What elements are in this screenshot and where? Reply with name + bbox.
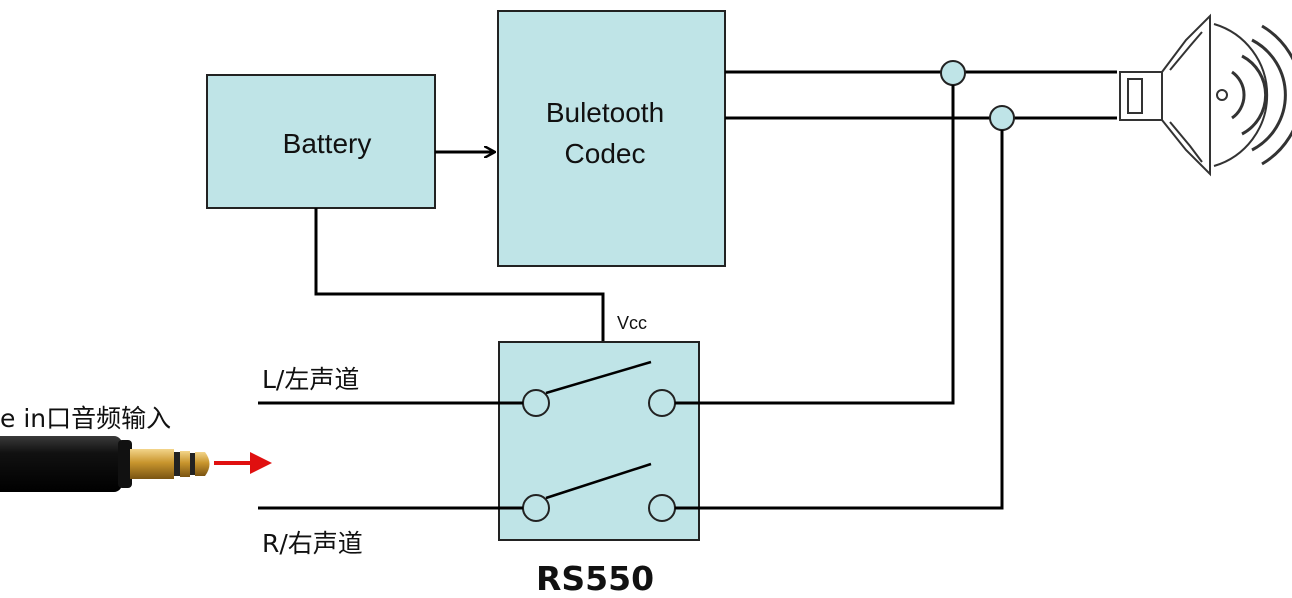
codec-label-line1: Buletooth [546, 97, 664, 128]
line-in-arrow-head [250, 452, 272, 474]
switch-blade-right [545, 462, 652, 500]
line-in-label: e in口音频输入 [0, 404, 171, 433]
battery-block: Battery [206, 74, 436, 209]
battery-label: Battery [283, 128, 372, 159]
left-channel-label: L/左声道 [262, 365, 359, 394]
battery-box [206, 74, 436, 209]
vcc-wire [314, 208, 605, 342]
switch-contact-r-in [522, 494, 550, 522]
left-output-wire [675, 85, 955, 405]
right-channel-label: R/右声道 [262, 529, 363, 558]
junction-node-top [940, 60, 966, 86]
switch-blade-left [545, 360, 652, 395]
switch-contact-r-out [648, 494, 676, 522]
rs550-switch-chip [498, 341, 700, 541]
right-output-wire [675, 130, 1004, 510]
junction-node-bottom [989, 105, 1015, 131]
switch-contact-l-out [648, 389, 676, 417]
bluetooth-codec-block: Buletooth Codec [497, 10, 726, 267]
codec-box [497, 10, 726, 267]
rs550-label: RS550 [536, 559, 654, 598]
codec-label-line2: Codec [565, 138, 646, 169]
speaker-icon [1119, 13, 1292, 177]
codec-output-wires [725, 60, 1117, 131]
audio-jack-icon [0, 436, 210, 492]
vcc-label: Vcc [617, 313, 647, 333]
switch-contact-l-in [522, 389, 550, 417]
